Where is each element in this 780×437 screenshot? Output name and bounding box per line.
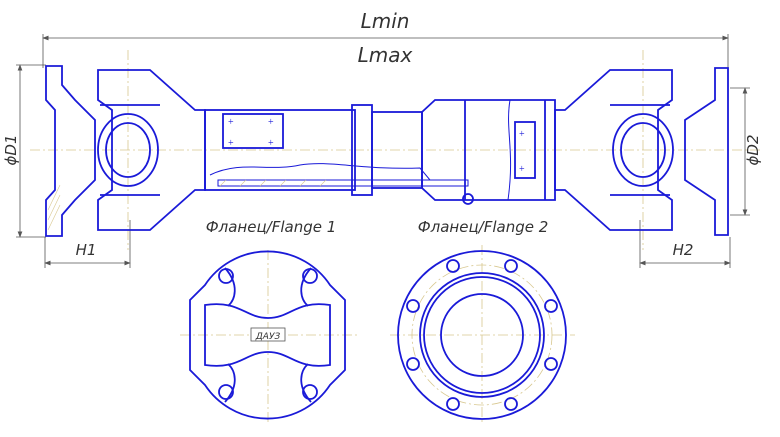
h2-label: H2 [673,241,694,259]
svg-text:+: + [519,129,525,140]
flange-2-view [397,250,567,420]
flange-2-label: Фланец/Flange 2 [418,218,549,236]
brand-mark: ДАУЗ [255,332,281,342]
svg-text:+: + [228,138,234,149]
svg-text:+: + [519,164,525,175]
left-yoke [97,69,206,231]
svg-text:+: + [268,138,274,149]
lmin-label: Lmin [361,9,410,33]
d2-label: ϕD2 [744,135,762,166]
right-flange [684,67,729,236]
flange-1-view [189,250,346,420]
flange-1-label: Фланец/Flange 1 [206,218,337,236]
left-flange [45,65,96,237]
d2-dimension [730,87,750,216]
svg-text:+: + [268,117,274,128]
d1-label: ϕD1 [2,135,20,166]
h-dimensions [44,220,731,268]
svg-text:+: + [228,117,234,128]
centerlines [30,50,760,425]
length-dimension [42,34,729,68]
right-yoke [554,69,674,231]
lmax-label: Lmax [358,43,413,67]
spline-sleeve: + + [421,99,556,205]
d1-dimension [16,64,46,238]
shaft-tube: + + + + [204,104,469,196]
h1-label: H1 [76,241,97,259]
